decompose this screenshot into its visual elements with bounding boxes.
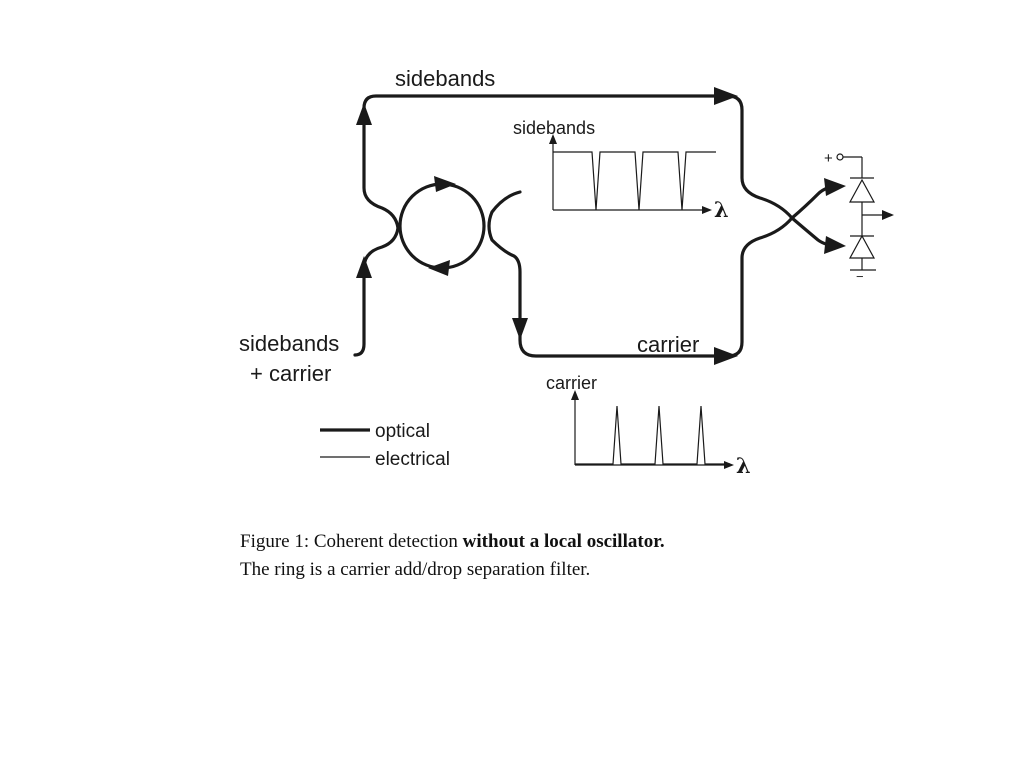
arrow-pd-lower: [824, 236, 846, 254]
inset-carrier-title: carrier: [546, 373, 597, 393]
drop-waveguide: [487, 190, 794, 358]
arrow-top-right: [714, 87, 738, 105]
label-input-sidebands: sidebands: [239, 331, 339, 356]
arrow-bottom-right: [714, 347, 738, 365]
figure-caption: Figure 1: Coherent detection without a l…: [240, 528, 880, 584]
balanced-photodetector: + −: [824, 150, 894, 284]
caption-bold: without a local oscillator.: [462, 531, 665, 552]
label-input-carrier: + carrier: [250, 361, 331, 386]
arrow-input-up: [356, 256, 372, 278]
carrier-trace: [575, 405, 730, 465]
sidebands-trace: [553, 151, 716, 211]
flow-arrows: [356, 87, 846, 365]
optical-paths: [353, 94, 842, 358]
arrow-ring-bottom: [428, 260, 450, 276]
arrow-ring-top: [434, 176, 456, 192]
top-waveguide: [362, 94, 794, 230]
minus-sign: −: [856, 269, 864, 284]
ring-resonator: [398, 182, 486, 270]
input-waveguide: [353, 226, 400, 357]
arrow-drop-down: [512, 318, 528, 340]
arrow-pd-upper: [824, 178, 846, 196]
inset-carrier-lambda: λ: [736, 453, 751, 478]
bias-terminal: [836, 153, 844, 161]
label-top-sidebands: sidebands: [395, 66, 495, 91]
inset-sidebands-title: sidebands: [513, 118, 595, 138]
legend-electrical-label: electrical: [375, 449, 450, 470]
photodiode-upper: [848, 178, 876, 203]
inset-carrier-spectrum: carrier λ: [546, 373, 751, 478]
caption-line-1: Figure 1: Coherent detection without a l…: [240, 528, 880, 556]
caption-lead: Figure 1: Coherent detection: [240, 531, 463, 552]
inset-sidebands-spectrum: sidebands λ: [513, 118, 729, 222]
photodiode-lower: [848, 234, 876, 259]
plus-sign: +: [824, 150, 833, 167]
legend: optical electrical: [320, 421, 450, 470]
caption-line-2: The ring is a carrier add/drop separatio…: [240, 559, 591, 580]
arrow-top-up: [356, 103, 372, 125]
label-bottom-carrier: carrier: [637, 332, 699, 357]
inset-sidebands-lambda: λ: [714, 197, 729, 222]
output-arrow: [882, 210, 894, 220]
legend-optical-label: optical: [375, 421, 430, 442]
